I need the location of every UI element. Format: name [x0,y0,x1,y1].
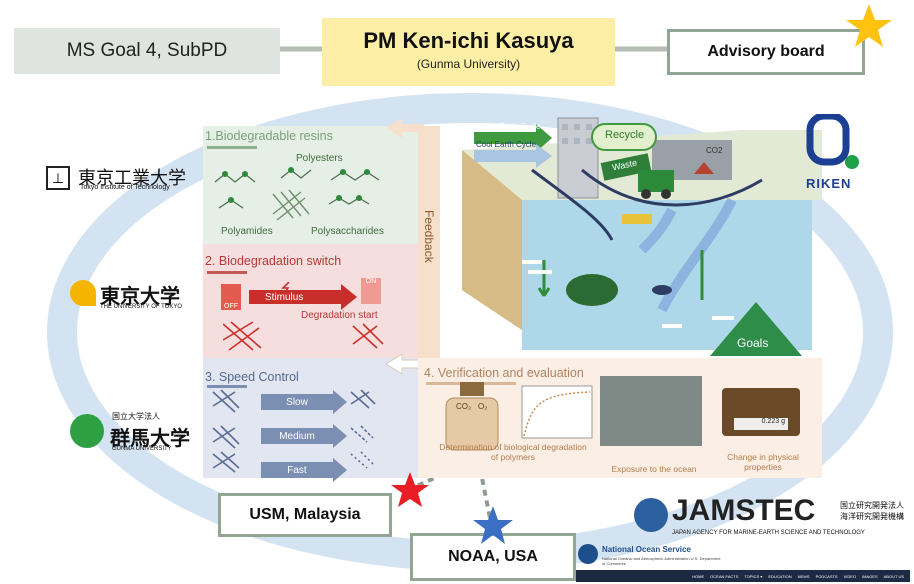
physical-caption: Change in physical properties [727,452,799,472]
utokyo-name-en: THE UNIVERSITY OF TOKYO [100,304,183,310]
noaa-nav-link[interactable]: TOPICS ▾ [744,573,763,579]
pm-name: PM Ken-ichi Kasuya [363,28,574,53]
noaa-nav-link[interactable]: PODCASTS [815,573,838,579]
noaa-nav-link[interactable]: NEWS [797,573,810,579]
titech-logo-icon: ⊥ [46,166,70,190]
feedback-label: Feedback [422,210,436,263]
goals-label: Goals [737,336,769,350]
recycle-label: Recycle [605,129,645,141]
usm-box: USM, Malaysia [218,493,392,537]
polymer-structures-icon [214,167,380,221]
switch-off-label: OFF [224,303,238,310]
goal-box: MS Goal 4, SubPD [14,28,280,74]
earth-ocean-scene: Clean Earth Cycle Cool Earth Cycle Recyc… [462,110,822,360]
clean-earth-cycle-label: Clean Earth Cycle [476,122,541,131]
nos-title: National Ocean Service [602,545,691,554]
polymer-mesh-icons [223,321,384,351]
panel2-title: 2. Biodegradation switch [205,254,342,268]
jamstec-name-en: JAPAN AGENCY FOR MARINE-EARTH SCIENCE AN… [672,530,865,536]
riken-label: RIKEN [806,176,852,191]
gunma-small-label: 国立大学法人 [112,412,160,421]
panel1-underline [207,146,257,149]
gunma-name-en: GUNMA UNIVERSITY [112,446,172,452]
speed-fast-arrow: Fast [261,462,333,478]
panel3-title: 3. Speed Control [205,370,299,384]
cool-earth-cycle-label: Cool Earth Cycle [476,140,537,149]
degradation-curve-icon [521,385,593,439]
noaa-nav-link[interactable]: EDUCATION [768,573,792,579]
scale-icon: 0.223 g [722,388,800,436]
jamstec-jp1: 国立研究開発法人 [840,501,904,510]
speed-mesh-icons [212,389,376,473]
switch-on-label: ON [365,278,377,285]
polysaccharides-label: Polysaccharides [311,226,384,237]
noaa-nav-link[interactable]: OCEAN FACTS [710,573,739,579]
degradation-caption: Determination of biological degradation … [439,442,587,462]
polyamides-label: Polyamides [221,226,273,237]
panel4-title: 4. Verification and evaluation [424,366,584,380]
gunma-name-jp: 群馬大学 [110,428,190,450]
advisory-label: Advisory board [707,43,825,60]
usm-label: USM, Malaysia [249,506,361,523]
titech-name-jp: 東京工業大学 [78,168,186,188]
titech-name-en: Tokyo Institute of Technology [80,184,170,191]
feedback-bar [418,126,440,358]
utokyo-name-jp: 東京大学 [100,286,180,308]
speed-medium-arrow: Medium [261,428,333,444]
o2-bottle-label: O₂ [478,402,488,411]
bottle-icon [445,382,499,451]
panel-biodegradation-switch: 2. Biodegradation switch OFF Stimulus ON… [203,244,418,358]
panel1-title: 1.Biodegradable resins [205,129,333,143]
riken-logo-icon [806,114,859,169]
noaa-nav-link[interactable]: IMAGES [862,573,878,579]
jamstec-label: JAMSTEC [672,494,816,527]
blue-star-icon [473,506,513,544]
ocean-cycle-illustration [462,117,822,350]
goal-label: MS Goal 4, SubPD [66,40,228,61]
degradation-start-label: Degradation start [301,310,378,321]
jamstec-logo-icon [634,498,668,532]
polyesters-label: Polyesters [296,153,343,164]
red-star-icon [391,472,429,507]
switch-on-icon: ON [361,278,381,304]
jamstec-jp2: 海洋研究開発機構 [840,512,904,521]
goals-triangle [710,302,802,356]
panel-biodegradable-resins: 1.Biodegradable resins Polyesters Polyam… [203,126,418,244]
exposure-caption: Exposure to the ocean [611,464,697,474]
stimulus-arrow-icon [249,282,357,310]
panel2-underline [207,271,247,274]
noaa-nav-link[interactable]: VIDEO [843,573,857,579]
ocean-exposure-photo [600,376,702,446]
panel-verification: 4. Verification and evaluation CO₂ O₂ De… [418,358,822,478]
gunma-logo-icon [70,414,104,448]
pm-affiliation: (Gunma University) [416,57,521,71]
nos-logo-icon [578,544,598,564]
co2-bottle-label: CO₂ [456,402,472,411]
noaa-nav-bar: HOME OCEAN FACTS TOPICS ▾ EDUCATION NEWS PODC… [576,570,910,582]
stimulus-label: Stimulus [265,292,304,303]
pm-box: PM Ken-ichi Kasuya (Gunma University) [322,18,615,86]
noaa-nav-link[interactable]: ABOUT US [883,573,904,579]
scale-reading: 0.223 g [734,418,788,430]
noaa-nav-link[interactable]: HOME [692,573,705,579]
speed-arrow-head [333,458,347,482]
co2-label: CO2 [706,146,723,155]
panel3-underline [207,385,247,388]
feedback-arrow-top [386,118,424,138]
speed-slow-arrow: Slow [261,394,333,410]
speed-arrow-head [333,390,347,414]
nos-subtitle: National Oceanic and Atmospheric Adminis… [602,556,721,566]
noaa-label: NOAA, USA [448,548,538,565]
utokyo-ginkgo-icon [70,280,96,306]
gold-star-icon [846,4,892,47]
advisory-board-box: Advisory board [667,29,865,75]
speed-arrow-head [333,424,347,448]
switch-off-icon: OFF [221,284,241,310]
